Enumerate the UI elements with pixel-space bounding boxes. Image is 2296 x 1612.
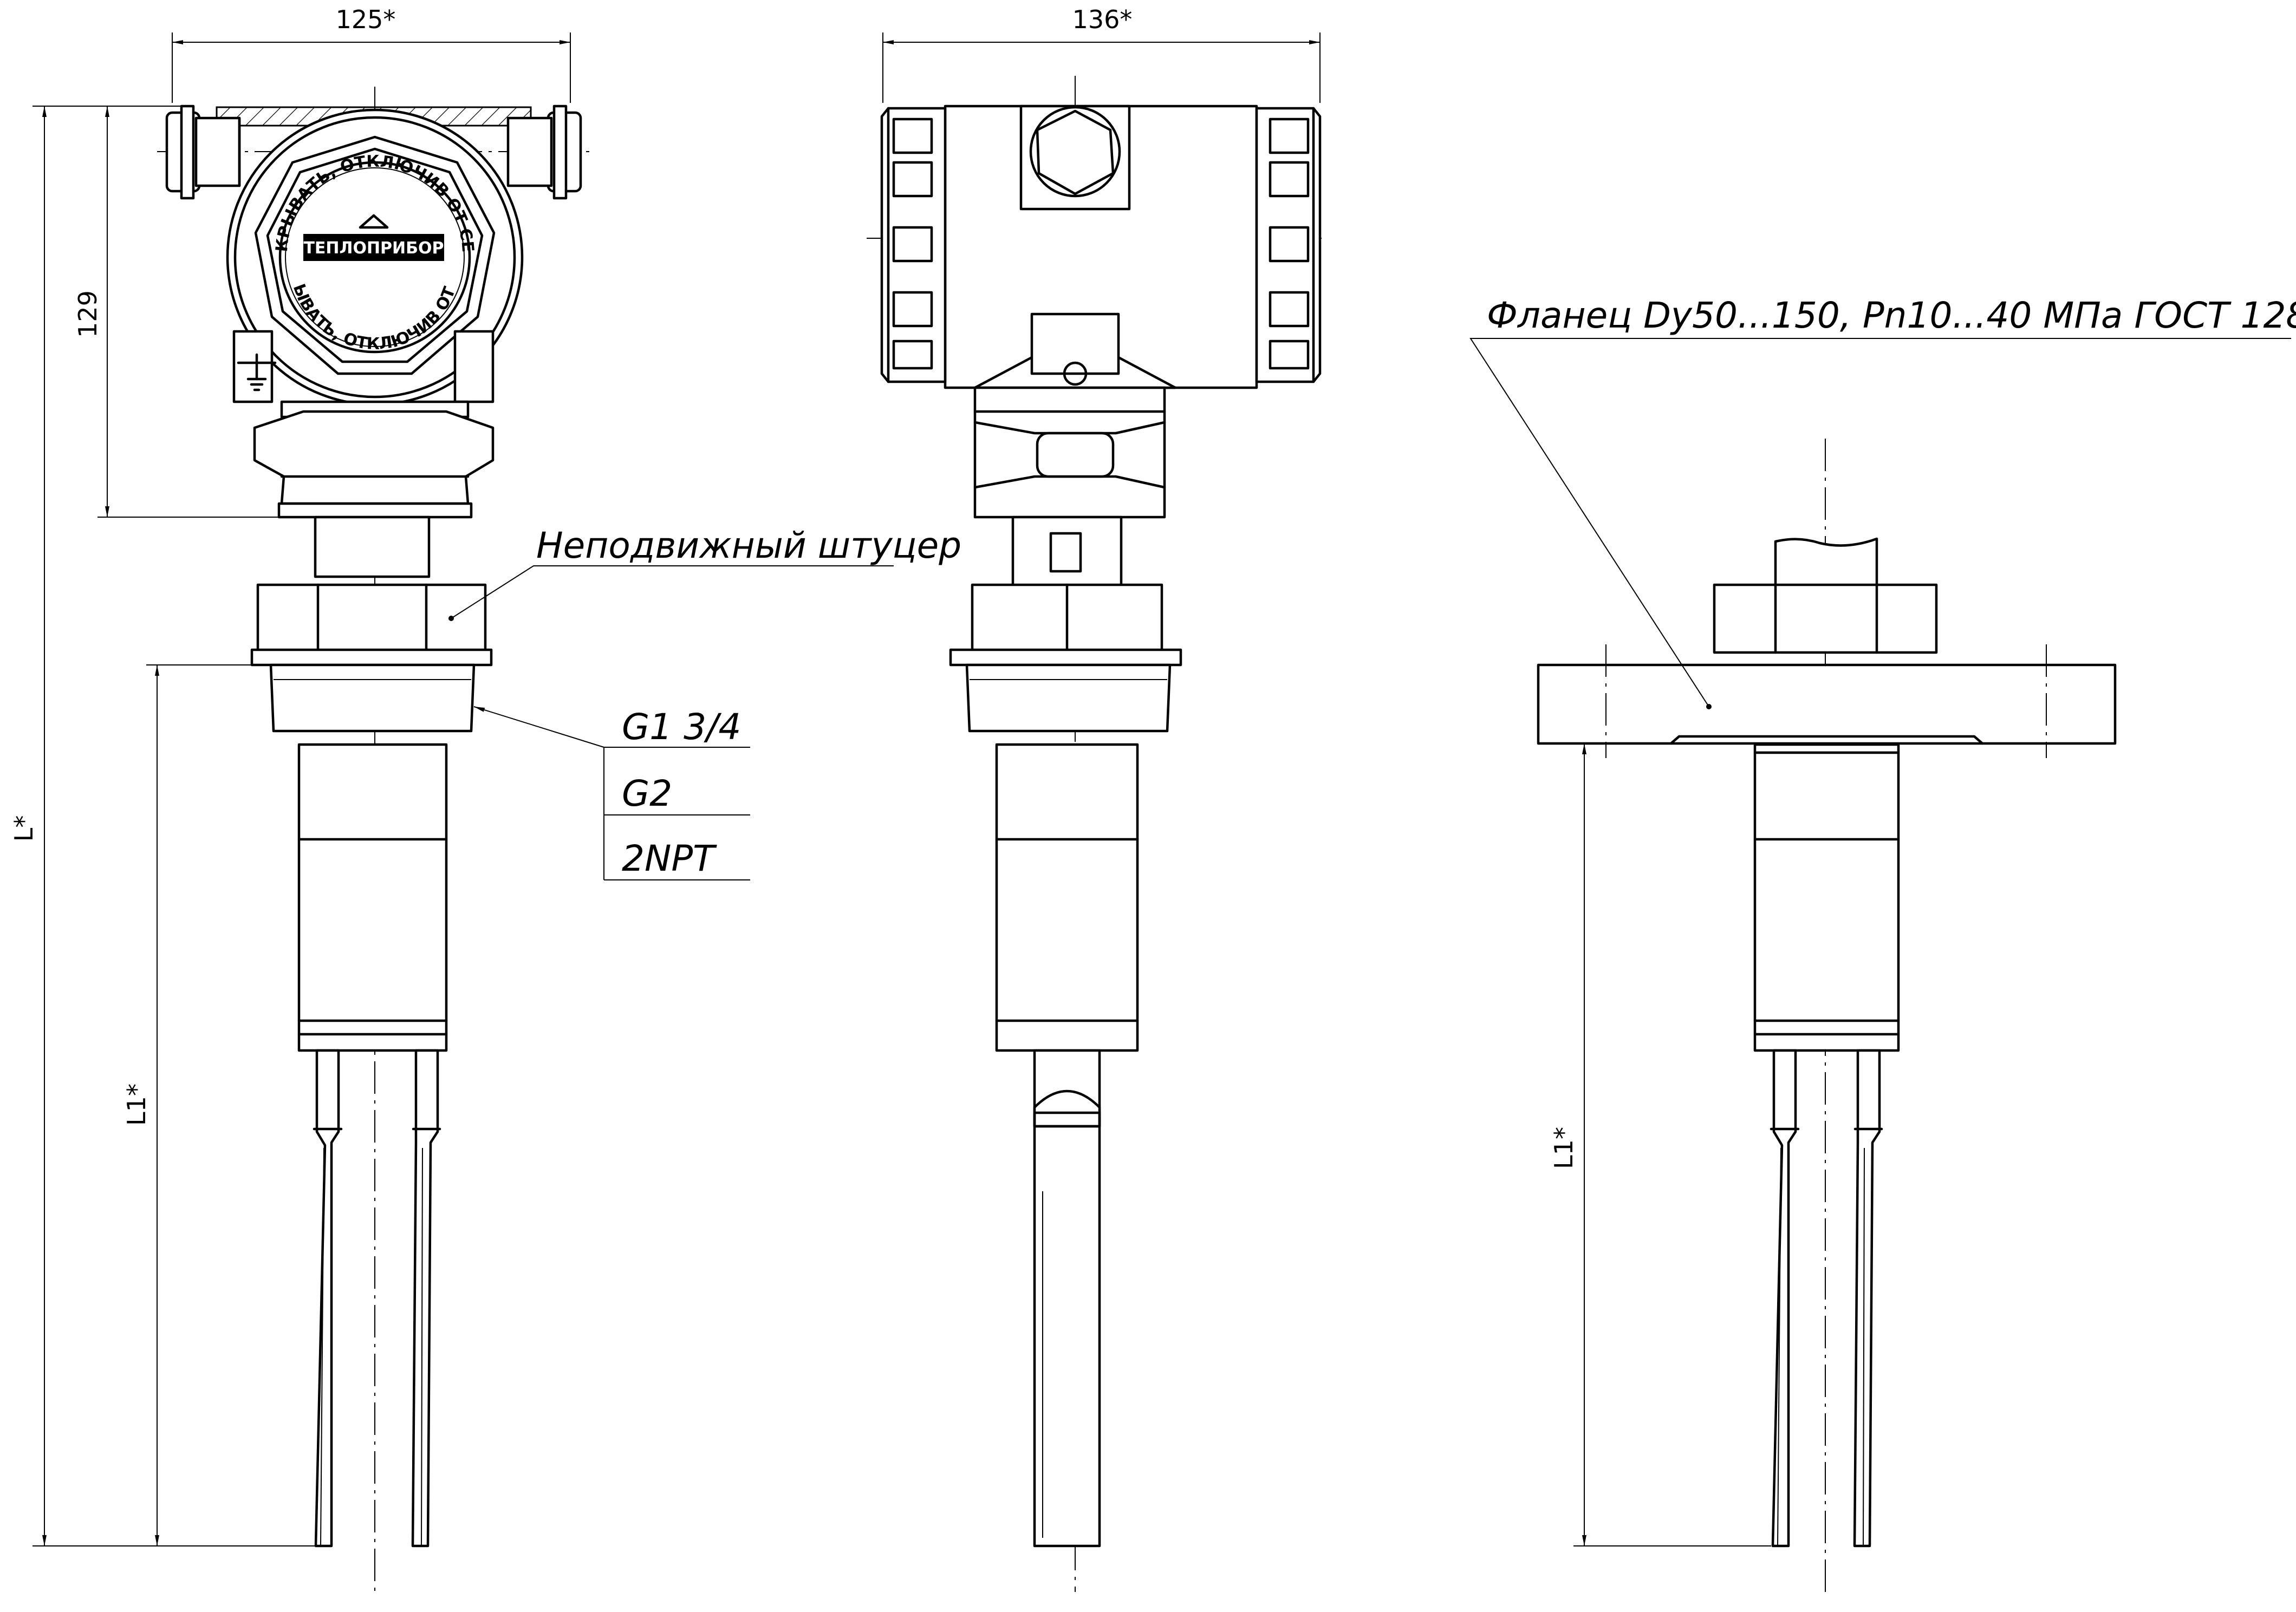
dim-width2-label: 136* bbox=[1072, 5, 1133, 34]
callout-thread-3: 2NPT bbox=[622, 838, 717, 879]
dim-height-label: 129 bbox=[73, 290, 102, 338]
flanged-view: L1* Фланец Dy50...150, Pn10...40 МПа ГОС… bbox=[1469, 295, 2296, 1592]
callout-thread-2: G2 bbox=[622, 773, 672, 814]
ground-icon bbox=[237, 353, 277, 391]
callout-thread-1: G1 3/4 bbox=[622, 706, 741, 748]
dim-immersion-flange-label: L1* bbox=[1549, 1127, 1578, 1169]
dim-width-label: 125* bbox=[336, 5, 396, 34]
dim-total-length-label: L* bbox=[9, 815, 38, 842]
dim-immersion-label: L1* bbox=[122, 1084, 151, 1126]
side-view: 136* bbox=[867, 5, 1322, 1592]
callout-flange: Фланец Dy50...150, Pn10...40 МПа ГОСТ 12… bbox=[1487, 295, 2296, 336]
front-view: ОТКРЫВАТЬ, ОТКЛЮЧИВ ОТ СЕТИ ОТКРЫВАТЬ, О… bbox=[0, 0, 961, 1592]
brand-logo: ТЕПЛОПРИБОР bbox=[303, 239, 444, 258]
callout-fitting: Неподвижный штуцер bbox=[536, 525, 961, 566]
